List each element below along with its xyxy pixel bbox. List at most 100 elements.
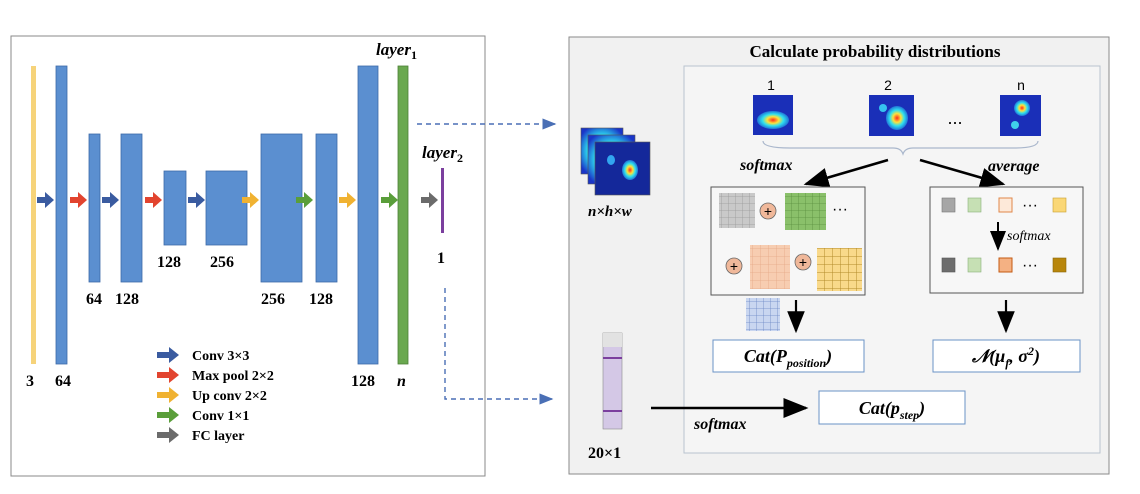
legend-swatch-conv1x1 [157, 407, 179, 423]
stack-heatmap-blob [622, 160, 638, 180]
cat-position-label: Cat(Pposition) [744, 346, 832, 370]
softmax-arrow [803, 158, 889, 188]
conv-block-1 [55, 65, 68, 365]
avg-swatch-green [967, 197, 982, 213]
avg-swatch-peach [998, 197, 1013, 213]
block-label-conv5: 256 [210, 254, 234, 271]
heatmap-stack [580, 127, 651, 196]
legend-label-conv: Conv 3×3 [192, 349, 249, 364]
plus-symbol-glyph: + [764, 203, 772, 219]
block-arrows [37, 192, 438, 208]
layer1-block [397, 65, 409, 365]
arrow-maxpool [70, 192, 87, 208]
cat-step-box [818, 390, 966, 425]
heatmap-2-hotspot [886, 106, 908, 130]
legend-label-conv1x1: Conv 1×1 [192, 409, 249, 424]
block-label-conv2: 64 [86, 291, 102, 308]
cat-step-label: Cat(pstep) [859, 398, 925, 422]
arrow-upconv [339, 192, 356, 208]
stack-heatmap-blob [607, 155, 615, 165]
arrow-maxpool [145, 192, 162, 208]
legend-label-upconv: Up conv 2×2 [192, 389, 267, 404]
avg-swatch-yellow [1052, 197, 1067, 213]
gray-grid [719, 193, 755, 228]
conv-block-7 [315, 133, 338, 283]
average-label: average [988, 158, 1040, 175]
vector-dimension-label: 20×1 [588, 445, 621, 462]
right-panel-title: Calculate probability distributions [750, 42, 1001, 61]
conv-block-3 [120, 133, 143, 283]
legend: Conv 3×3 Max pool 2×2 Up conv 2×2 Conv 1… [157, 347, 274, 444]
block-label-conv1: 64 [55, 373, 71, 390]
arrow-conv1x1 [381, 192, 398, 208]
plus-symbol [759, 202, 777, 220]
arrow-fc [421, 192, 438, 208]
layer2-label: layer2 [422, 143, 463, 165]
cat-position-box [712, 339, 865, 373]
block-label-conv6: 256 [261, 291, 285, 308]
arrow-conv [188, 192, 205, 208]
conv-block-4 [163, 170, 187, 246]
avg-swatch-green-2 [967, 257, 982, 273]
legend-label-fc: FC layer [192, 429, 244, 444]
block-label-conv4: 128 [157, 254, 181, 271]
plus-symbol [794, 253, 812, 271]
bottom-softmax-label: softmax [693, 416, 746, 433]
heatmap-n-spot [1011, 121, 1019, 129]
legend-swatch-upconv [157, 387, 179, 403]
avg-swatch-darkgray [941, 257, 956, 273]
heatmap-n-hotspot [1014, 100, 1030, 116]
input-block [31, 66, 36, 364]
avg-swatch-darkyellow [1052, 257, 1067, 273]
step-vector [602, 332, 623, 430]
conv-block-6 [260, 133, 303, 283]
block-label-input: 3 [26, 373, 34, 390]
legend-swatch-conv [157, 347, 179, 363]
avg-bottom-ellipsis: ··· [1022, 257, 1038, 274]
arrow-conv [102, 192, 119, 208]
heatmap-1-hotspot [757, 111, 789, 129]
fc-output-label: 1 [437, 250, 445, 267]
dashed-connector-layer2 [444, 288, 554, 405]
arrow-conv [37, 192, 54, 208]
block-label-conv7: 128 [309, 291, 333, 308]
normal-dist-box [932, 339, 1081, 373]
step-vector-bar [602, 332, 623, 430]
normal-dist-label: 𝒩(μf, σ2) [971, 344, 1040, 370]
legend-label-maxpool: Max pool 2×2 [192, 369, 274, 384]
step-vector-top [603, 333, 622, 347]
heatmap-2-spot [879, 104, 887, 112]
legend-swatch-fc [157, 427, 179, 443]
conv-block-8 [357, 65, 379, 365]
peach-grid [750, 245, 790, 289]
heatmap-brace [762, 140, 1039, 156]
heatmap-ellipsis: ... [947, 108, 962, 128]
conv-block-5 [205, 170, 248, 246]
avg-swatch-orange [998, 257, 1013, 273]
conv-block-2 [88, 133, 101, 283]
heatmap-label-2: 2 [884, 77, 892, 93]
block-label-conv8: 128 [351, 373, 375, 390]
position-ellipsis: ··· [832, 201, 848, 218]
layer2-block [441, 168, 444, 233]
plus-symbol [725, 257, 743, 275]
arrow-upconv [242, 192, 259, 208]
green-grid [785, 193, 826, 230]
average-arrow [919, 158, 1006, 188]
avg-softmax-label: softmax [1007, 229, 1051, 244]
arrow-conv1x1 [296, 192, 313, 208]
avg-top-ellipsis: ··· [1022, 197, 1038, 214]
legend-swatch-maxpool [157, 367, 179, 383]
stack-dimension-label: n×h×w [588, 204, 633, 220]
heatmap-label-n: n [1017, 77, 1025, 93]
yellow-grid [817, 248, 862, 291]
plus-symbol-glyph: + [730, 258, 738, 274]
plus-symbol-glyph: + [799, 254, 807, 270]
block-label-conv3: 128 [115, 291, 139, 308]
softmax-label: softmax [739, 157, 792, 174]
block-label-layer1: n [397, 373, 406, 390]
avg-swatch-gray [941, 197, 956, 213]
blue-grid [746, 298, 780, 331]
heatmap-label-1: 1 [767, 77, 775, 93]
